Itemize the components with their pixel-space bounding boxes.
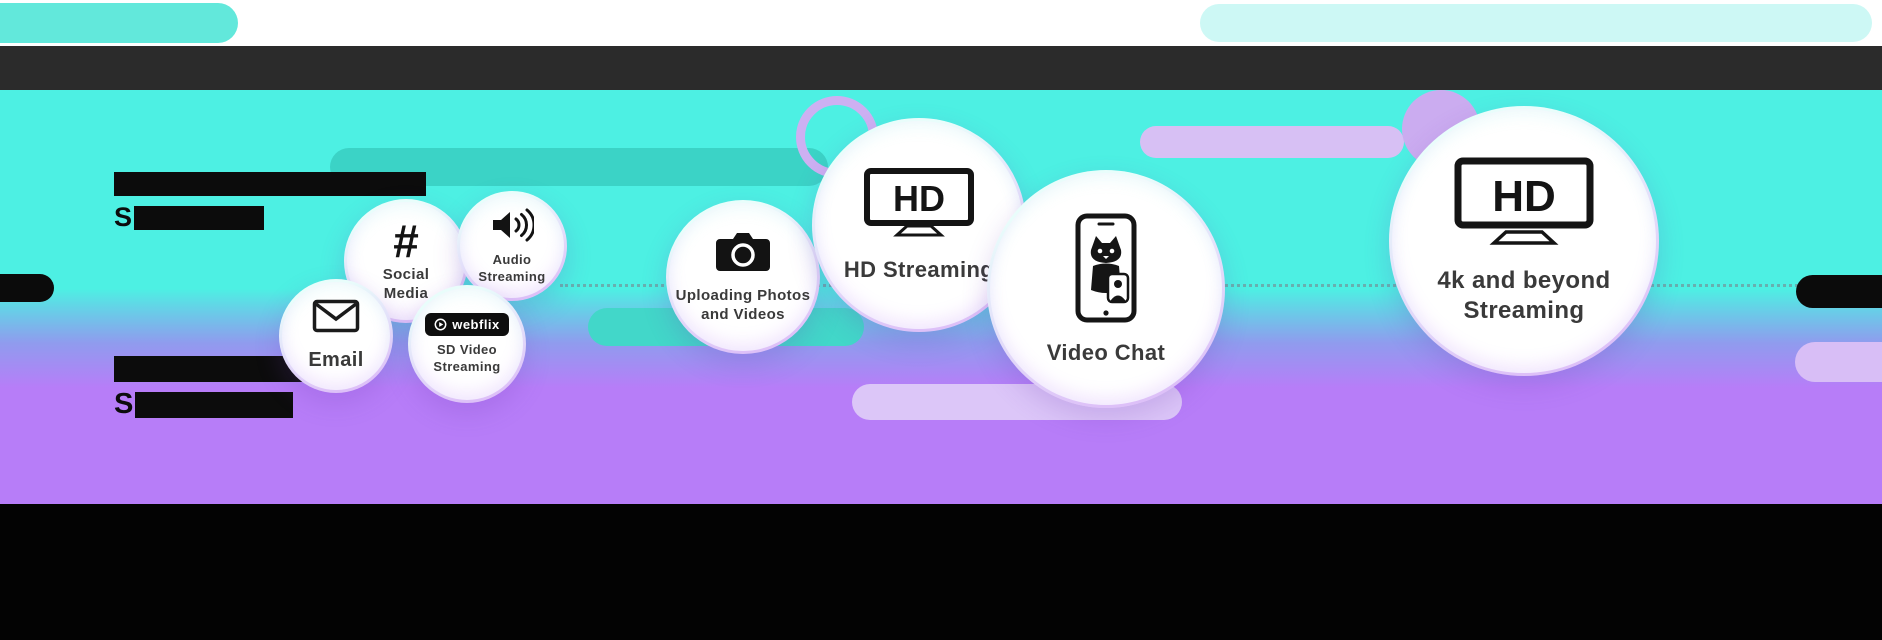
bubble-label: HD Streaming <box>843 256 995 282</box>
redacted-line-prefix: S <box>114 388 134 420</box>
badge-label: webflix <box>452 317 500 333</box>
tv-hd-icon: HD <box>1454 157 1594 254</box>
decor-pill-lavender <box>1140 126 1404 158</box>
decor-pill-cyan <box>0 3 238 43</box>
bubble-label: Audio Streaming <box>478 252 546 284</box>
bubble-label: SD Video Streaming <box>433 342 501 374</box>
tv-screen-text: HD <box>893 178 945 219</box>
bubble-label: Uploading Photos and Videos <box>675 286 811 323</box>
redacted-line <box>135 391 294 418</box>
top-strip <box>0 0 1882 46</box>
play-circle-icon <box>434 318 447 331</box>
decor-pill-black <box>0 274 54 302</box>
bubble-label: Email <box>308 349 364 371</box>
decor-pill-black <box>1796 275 1882 308</box>
redacted-line-prefix: S <box>114 202 133 232</box>
redacted-line <box>134 205 265 230</box>
bubble-sd-video-streaming: webflix SD Video Streaming <box>408 285 526 403</box>
video-call-cat-icon <box>1074 212 1138 329</box>
speaker-icon <box>490 207 536 248</box>
bubble-label: 4k and beyond Streaming <box>1437 266 1611 324</box>
tv-hd-icon: HD <box>863 167 975 246</box>
decor-pill-light-cyan <box>1200 4 1872 42</box>
redacted-line <box>114 172 426 196</box>
redacted-text-block: S <box>114 172 426 231</box>
bubble-label: Video Chat <box>1046 339 1166 365</box>
bubble-email: Email <box>279 279 393 393</box>
tv-screen-text: HD <box>1492 172 1556 221</box>
envelope-icon <box>312 299 360 338</box>
bubble-uploading-photos-videos: Uploading Photos and Videos <box>666 200 820 354</box>
bubble-video-chat: Video Chat <box>987 170 1225 408</box>
bubble-label: Social Media <box>382 266 430 302</box>
header-band <box>0 46 1882 90</box>
bubble-4k-streaming: HD 4k and beyond Streaming <box>1389 106 1659 376</box>
decor-pill-lavender <box>1795 342 1882 382</box>
camera-icon <box>714 230 772 279</box>
webflix-badge-icon: webflix <box>425 313 509 337</box>
hashtag-icon: # <box>393 215 419 268</box>
bubble-audio-streaming: Audio Streaming <box>457 191 567 301</box>
bubble-hd-streaming: HD HD Streaming <box>812 118 1026 332</box>
footer-band <box>0 504 1882 640</box>
